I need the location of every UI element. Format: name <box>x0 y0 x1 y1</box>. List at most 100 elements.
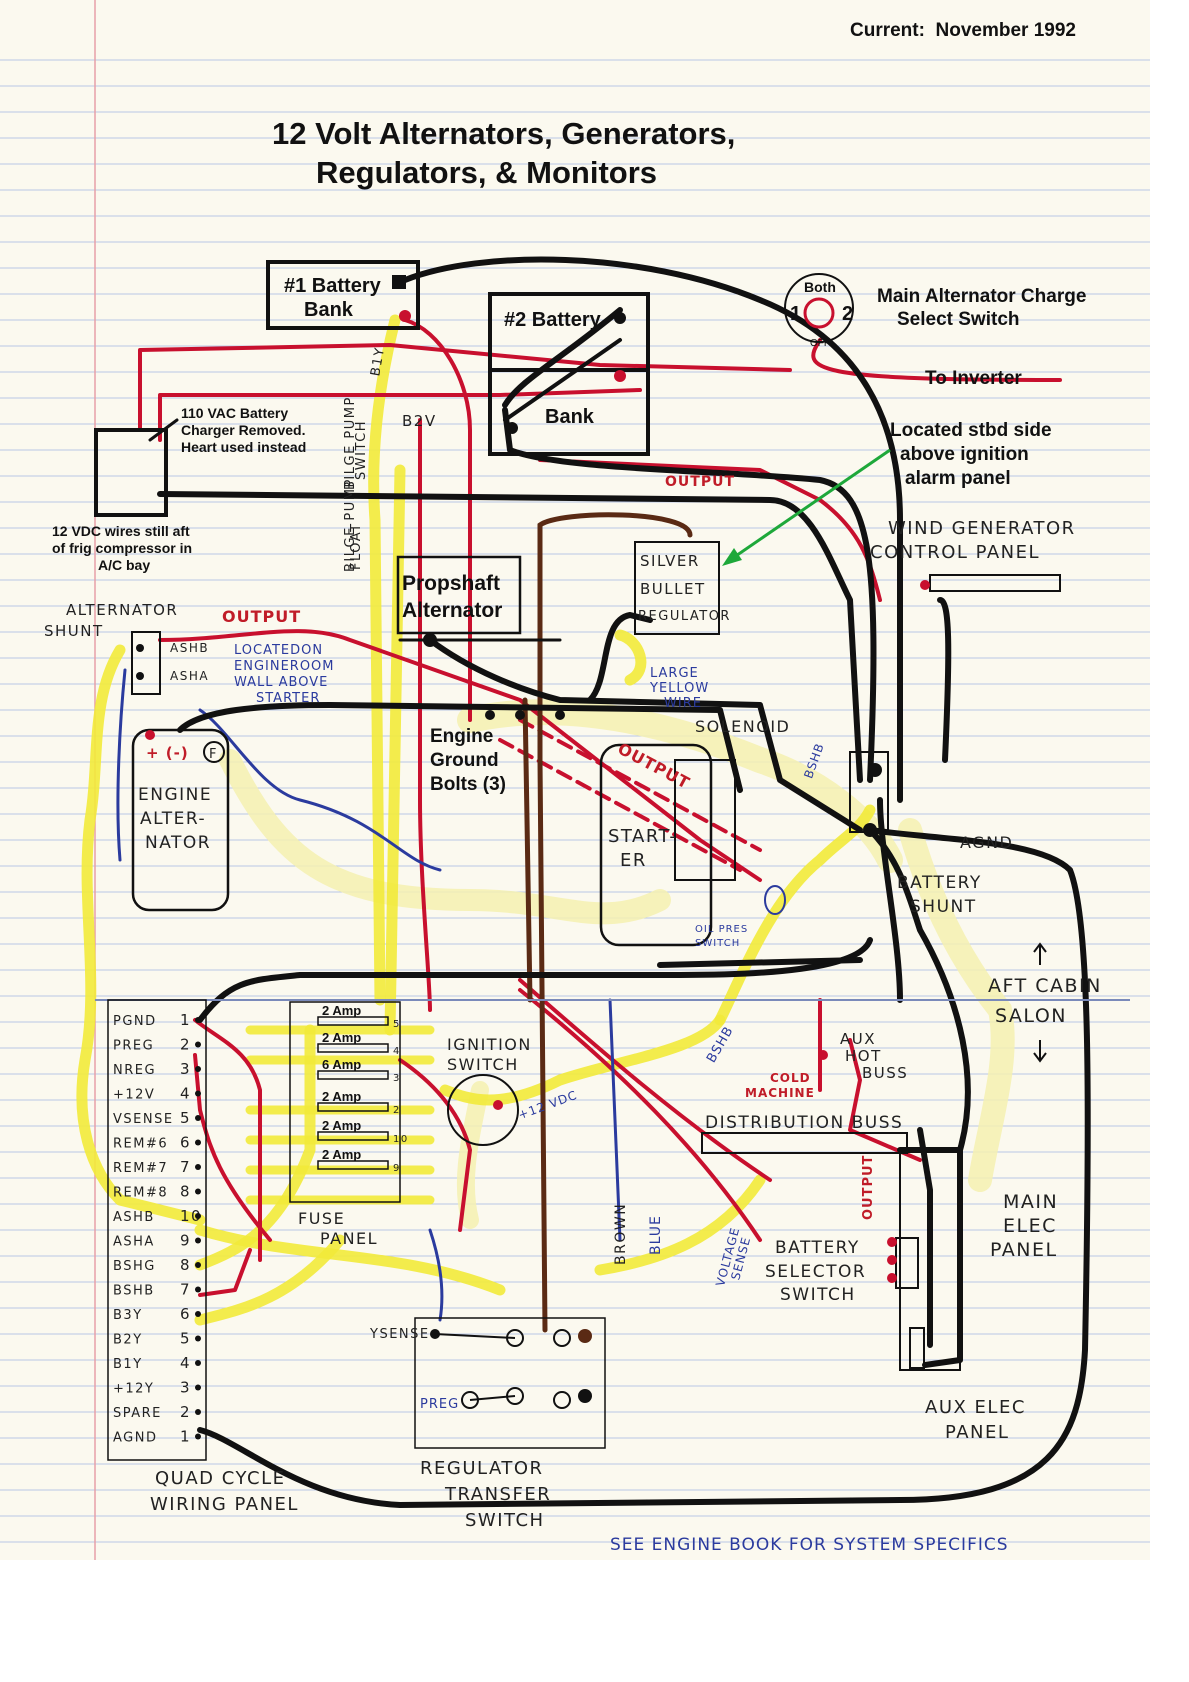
fuse-rating: 2 Amp <box>322 1118 361 1133</box>
quad-terminal-number: 3 <box>180 1379 191 1397</box>
quad-terminal-name: REM#7 <box>113 1161 168 1176</box>
bilge-float-label-1: BILGE PUMP <box>343 478 358 572</box>
aux-elec-label-1: AUX ELEC <box>925 1397 1026 1418</box>
charger-note-2: Charger Removed. <box>181 422 305 438</box>
paper-sheet <box>0 0 1150 1560</box>
bilge-float-label-2: FLOAT <box>349 522 364 570</box>
ignition-label-1: IGNITION <box>447 1035 532 1054</box>
ignition-label-2: SWITCH <box>447 1055 519 1074</box>
fuse-terminal: 5 <box>393 1019 401 1030</box>
alternator-charge-switch: Both 1 2 OFF Main Alternator Charge Sele… <box>784 273 1086 349</box>
quad-terminal-number: 6 <box>180 1134 191 1152</box>
switch-1-label: 1 <box>790 303 801 325</box>
alt-field-mark: F <box>209 747 218 762</box>
current-date: Current: November 1992 <box>850 20 1076 41</box>
aux-hot-label-1: AUX <box>840 1030 876 1048</box>
regulator-transfer-switch: YSENSE PREG REGULATOR TRANSFER SWITCH <box>369 1317 606 1531</box>
b1y-label: B1Y <box>368 346 388 378</box>
quad-terminal-number: 1 <box>180 1011 191 1029</box>
engine-alt-label-3: NATOR <box>145 833 211 853</box>
quad-terminal-name: PGND <box>113 1014 157 1029</box>
alt-shunt-label-1: ALTERNATOR <box>66 601 178 619</box>
battery-1-label: #1 Battery <box>284 275 382 297</box>
located-er-2: ENGINEROOM <box>234 659 335 674</box>
aux-hot-label-2: HOT <box>845 1047 882 1065</box>
fuse-body <box>317 1160 389 1170</box>
fuse-body <box>317 1043 389 1053</box>
alternator-shunt: ALTERNATOR SHUNT ASHB ASHA LOCATEDON ENG… <box>44 601 335 706</box>
quad-terminal-name: PREG <box>113 1039 154 1054</box>
wind-label-1: WIND GENERATOR <box>888 518 1076 539</box>
main-elec-panel: MAIN ELEC PANEL <box>899 1149 1057 1371</box>
quad-terminal-number: 2 <box>180 1403 191 1421</box>
bilge-switch-label-1: BILGE PUMP <box>343 396 358 490</box>
battery-1-bank: #1 Battery Bank <box>266 260 420 330</box>
switch-both-label: Both <box>804 279 836 295</box>
fuse-terminal: 9 <box>393 1163 401 1174</box>
quad-terminal-screw <box>195 1066 201 1072</box>
quad-terminal-number: 1 <box>180 1428 191 1446</box>
silver-bullet-regulator: SILVER BULLET REGULATOR <box>634 541 729 635</box>
output-label-vertical: OUTPUT <box>861 1155 876 1220</box>
quad-terminal-screw <box>195 1262 201 1268</box>
quad-terminal-screw <box>195 1286 201 1293</box>
engine-alternator: + (-) F ENGINE ALTER- NATOR <box>131 728 230 912</box>
quad-terminal-number: 8 <box>180 1183 191 1201</box>
output-label-left: OUTPUT <box>222 607 301 626</box>
fuse-rating: 2 Amp <box>322 1003 361 1018</box>
engine-ground-label-2: Ground <box>430 750 499 771</box>
quad-terminal-name: B2Y <box>113 1333 143 1348</box>
switch-off-label: OFF <box>810 338 830 349</box>
blue-wire-label: BLUE <box>648 1215 664 1255</box>
engine-ground-label: Engine <box>430 726 493 747</box>
vdc-note-3: A/C bay <box>98 557 150 573</box>
quad-terminal-screw <box>195 1090 201 1097</box>
green-arrow <box>722 448 891 566</box>
output-label-top: OUTPUT <box>665 474 735 490</box>
main-elec-label-2: ELEC <box>1003 1215 1057 1237</box>
large-yellow-label-3: WIRE <box>664 696 702 711</box>
fuse-rating: 2 Amp <box>322 1147 361 1162</box>
quad-terminal-name: ASHA <box>113 1235 155 1250</box>
fuse-body <box>317 1016 389 1026</box>
ashb-shunt-label: ASHB <box>170 641 209 655</box>
large-yellow-label-2: YELLOW <box>649 681 709 696</box>
quad-terminal-screw <box>195 1384 201 1391</box>
quad-terminal-name: AGND <box>113 1431 157 1446</box>
quad-terminal-screw <box>195 1409 201 1415</box>
quad-terminal-number: 5 <box>180 1330 191 1348</box>
regulator-transfer-label-2: TRANSFER <box>444 1484 551 1505</box>
battery-2-bank: #2 Battery Bank <box>488 292 650 456</box>
battery-charger: 110 VAC Battery Charger Removed. Heart u… <box>94 405 306 517</box>
oil-pressure-switch: OIL PRES SWITCH <box>695 885 786 949</box>
quad-terminal-number: 3 <box>180 1060 191 1078</box>
ysense-label: YSENSE <box>369 1327 430 1342</box>
footer-note: SEE ENGINE BOOK FOR SYSTEM SPECIFICS <box>610 1535 1009 1555</box>
propshaft-label-2: Alternator <box>402 599 502 622</box>
fuse-rating: 2 Amp <box>322 1089 361 1104</box>
battery-2-label: #2 Battery <box>504 309 602 331</box>
fuse-body <box>317 1070 389 1080</box>
propshaft-label: Propshaft <box>402 572 500 595</box>
quad-terminal-number: 7 <box>180 1158 191 1176</box>
bilge-switch-label-2: SWITCH <box>354 420 369 480</box>
battery-shunt-label-2: SHUNT <box>910 897 977 917</box>
aux-hot-buss: AUX HOT BUSS <box>818 1030 908 1082</box>
title-line-2: Regulators, & Monitors <box>316 155 657 190</box>
fuse-body <box>317 1102 389 1112</box>
aux-elec-panel: AUX ELEC PANEL <box>909 1327 1026 1443</box>
aux-hot-label-3: BUSS <box>862 1064 908 1082</box>
distribution-buss: DISTRIBUTION BUSS <box>701 1113 908 1154</box>
battery-2-label-2: Bank <box>545 406 595 428</box>
quad-terminal-screw <box>195 1041 201 1048</box>
quad-label-2: WIRING PANEL <box>150 1494 299 1515</box>
bullet-label: BULLET <box>640 580 706 598</box>
alt-shunt-label-2: SHUNT <box>44 622 104 640</box>
asha-shunt-label: ASHA <box>170 669 209 683</box>
located-er-3: WALL ABOVE <box>234 675 328 690</box>
quad-terminal-screw <box>195 1360 201 1366</box>
alt-polarity: + (-) <box>146 744 189 762</box>
quad-terminal-screw <box>195 1237 201 1244</box>
